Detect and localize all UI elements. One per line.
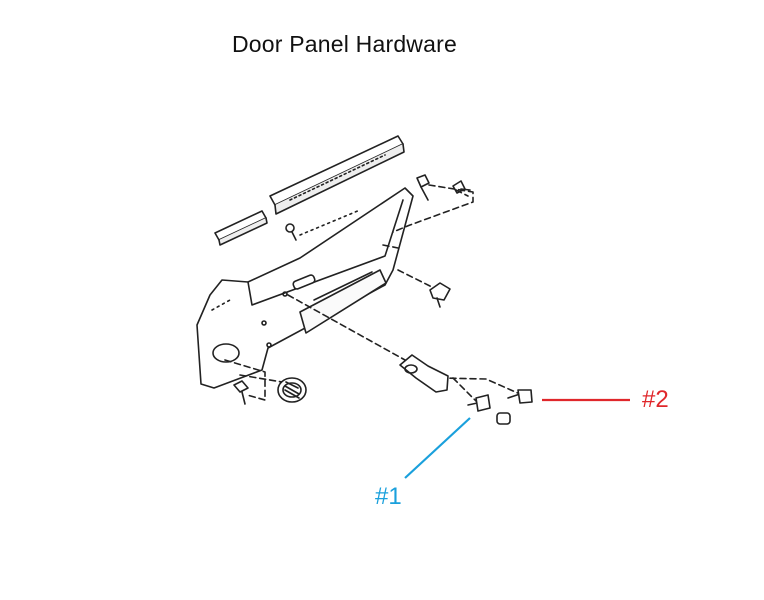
upper-weatherstrip bbox=[269, 135, 405, 215]
lower-clip bbox=[233, 380, 249, 405]
pull-handle bbox=[399, 354, 449, 393]
diagram-title: Door Panel Hardware bbox=[232, 31, 457, 57]
small-screw-top bbox=[285, 223, 297, 241]
screw-1 bbox=[467, 394, 491, 412]
cap-nut bbox=[496, 412, 511, 425]
callout-1-label: #1 bbox=[375, 483, 402, 510]
callout-2-label: #2 bbox=[642, 386, 669, 413]
leader-lines bbox=[224, 184, 521, 406]
short-weatherstrip bbox=[214, 210, 268, 246]
speaker-grille-cap bbox=[277, 377, 307, 403]
screw-2 bbox=[507, 389, 533, 404]
door-trim-panel bbox=[196, 187, 414, 389]
callout-1-line bbox=[404, 417, 471, 479]
top-clip-right bbox=[452, 180, 471, 194]
edge-bolt bbox=[429, 282, 451, 308]
top-clip-left bbox=[416, 174, 430, 201]
